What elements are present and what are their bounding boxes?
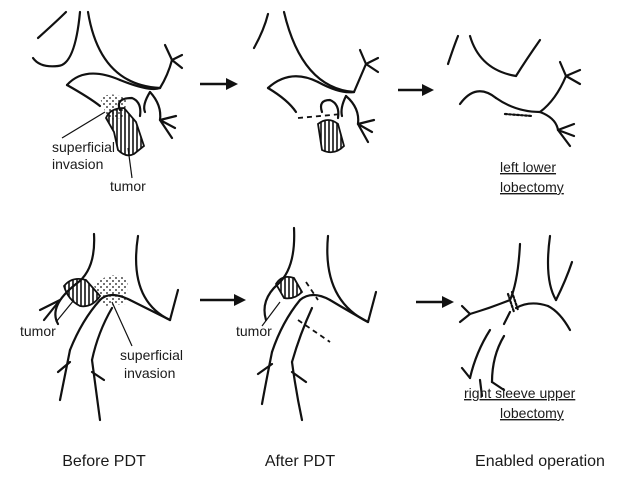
arrow-bottom-1 — [200, 294, 246, 306]
caption-after-pdt: After PDT — [265, 453, 335, 470]
label-superficial-top-2: invasion — [52, 156, 103, 172]
top-after-airway — [254, 12, 378, 142]
label-tumor-bottom-before: tumor — [20, 323, 56, 339]
label-superficial-top-1: superficial — [52, 139, 115, 155]
leader-superficial-bottom — [112, 302, 132, 346]
bottom-before-tumor — [64, 279, 100, 306]
bottom-after-tumor — [276, 277, 302, 299]
label-outcome-top-1: left lower — [500, 159, 556, 175]
label-outcome-bottom-1: right sleeve upper — [464, 385, 576, 401]
caption-before-pdt: Before PDT — [62, 453, 146, 470]
label-tumor-bottom-after: tumor — [236, 323, 272, 339]
label-superficial-bottom-1: superficial — [120, 347, 183, 363]
label-superficial-bottom-2: invasion — [124, 365, 175, 381]
caption-enabled-operation: Enabled operation — [475, 453, 605, 470]
arrow-top-2 — [398, 84, 434, 96]
arrow-top-1 — [200, 78, 238, 90]
leader-superficial-top — [62, 112, 105, 138]
label-tumor-top: tumor — [110, 178, 146, 194]
bottom-after-resection-line-1 — [306, 282, 318, 300]
bottom-enabled-airway — [460, 236, 572, 396]
top-enabled-airway — [448, 36, 580, 146]
bottom-after-airway — [258, 228, 376, 420]
label-outcome-top-2: lobectomy — [500, 179, 564, 195]
arrow-bottom-2 — [416, 296, 454, 308]
top-after-resection-line — [298, 114, 342, 118]
label-outcome-bottom-2: lobectomy — [500, 405, 564, 421]
bottom-before-airway — [40, 234, 178, 420]
top-after-tumor — [318, 120, 344, 152]
